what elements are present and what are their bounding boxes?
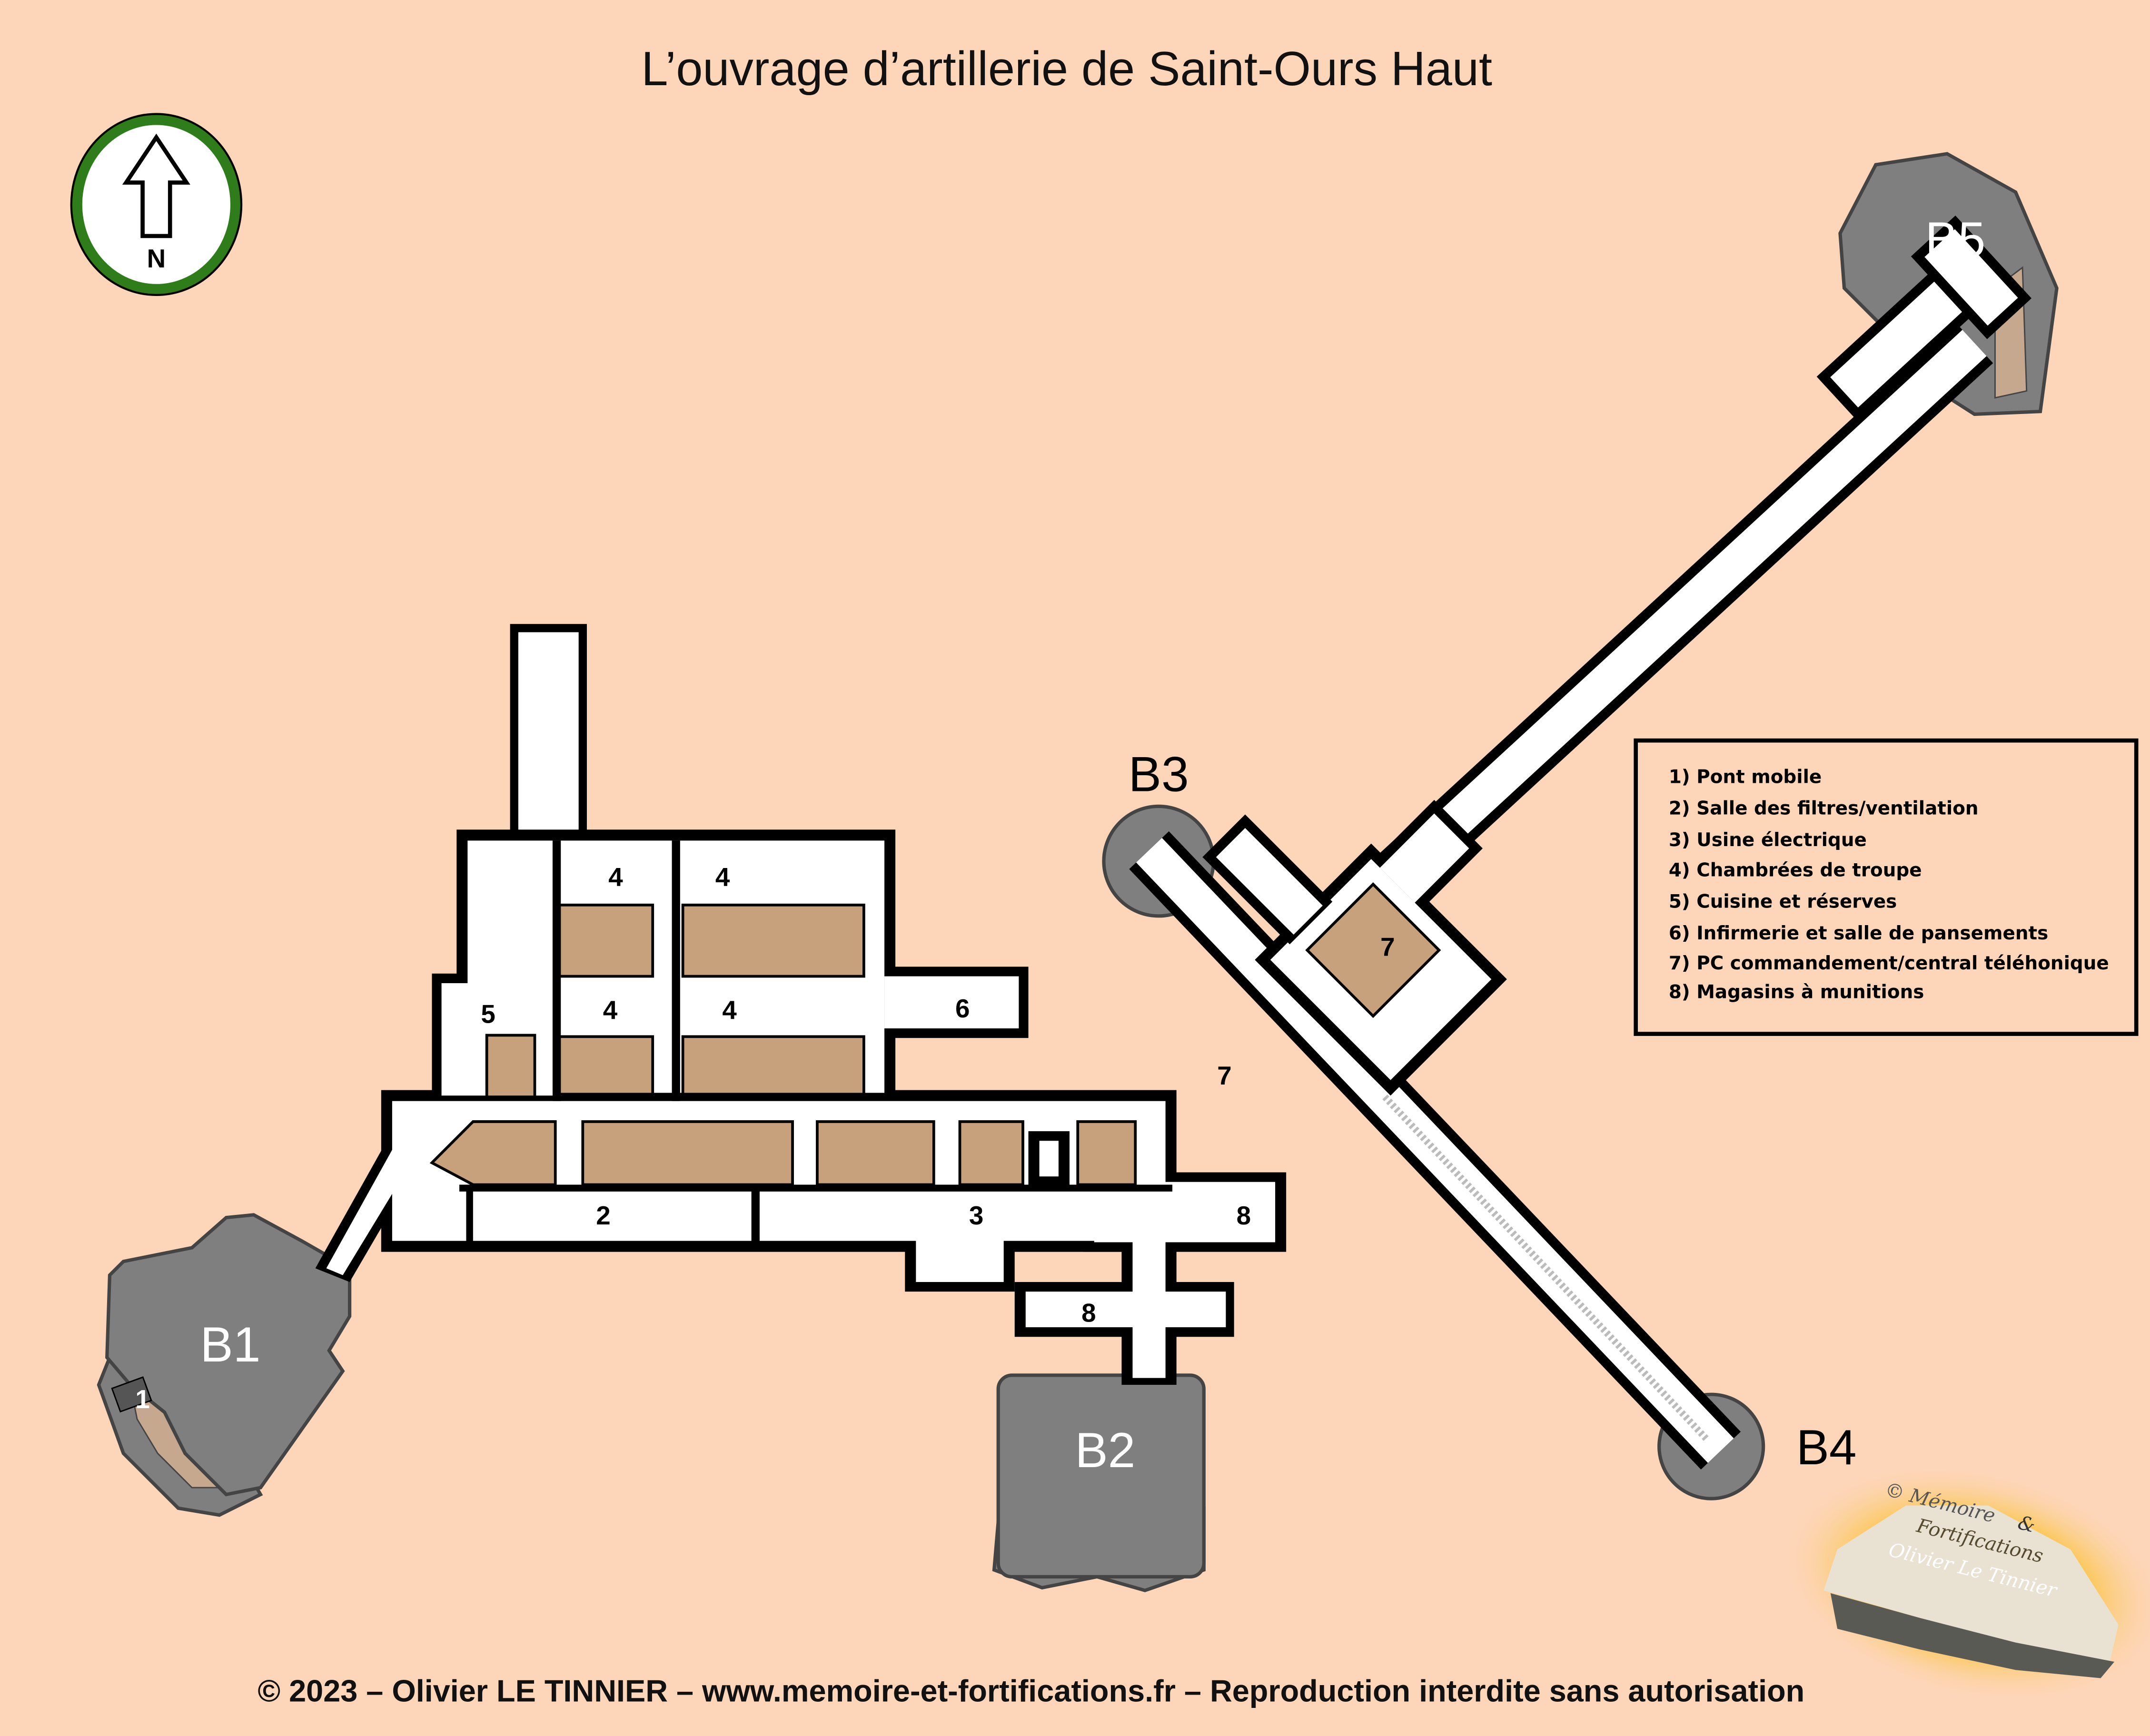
legend-item: 6) Infirmerie et salle de pansements: [1669, 923, 2048, 944]
compass-label: N: [147, 244, 166, 273]
copyright-footer: © 2023 – Olivier LE TINNIER – www.memoir…: [258, 1673, 1804, 1708]
block-label-b2: B2: [1075, 1422, 1135, 1478]
room-number-4b: 4: [715, 862, 730, 891]
author-logo: © Mémoire & Fortifications Olivier Le Ti…: [1778, 1462, 2150, 1705]
legend-item: 4) Chambrées de troupe: [1669, 859, 1922, 881]
north-arrow-icon: [122, 133, 190, 238]
room-number-1: 1: [135, 1384, 149, 1414]
block-label-b4: B4: [1796, 1420, 1857, 1475]
room-number-7b: 7: [1217, 1061, 1231, 1090]
compass: N: [70, 113, 243, 296]
block-b1-shape: [97, 1213, 352, 1517]
block-b2-shape: [992, 1373, 1206, 1592]
room-number-8a: 8: [1237, 1201, 1251, 1230]
block-label-b5: B5: [1925, 212, 1986, 267]
main-block: [315, 624, 1287, 1385]
gallery-b3-b4: [1129, 831, 1741, 1470]
legend-item: 3) Usine électrique: [1669, 829, 1867, 851]
room-number-4c: 4: [603, 995, 618, 1025]
legend-item: 5) Cuisine et réserves: [1669, 891, 1897, 913]
room-number-2: 2: [596, 1201, 610, 1230]
room-number-8b: 8: [1081, 1298, 1096, 1328]
legend-item: 8) Magasins à munitions: [1669, 982, 1924, 1003]
block-label-b1: B1: [200, 1317, 261, 1372]
room-number-7a: 7: [1380, 932, 1395, 961]
room-number-4d: 4: [722, 995, 737, 1025]
legend-item: 2) Salle des filtres/ventilation: [1669, 798, 1979, 819]
legend: 1) Pont mobile 2) Salle des filtres/vent…: [1634, 738, 2139, 1036]
room-number-6: 6: [955, 994, 970, 1023]
room-number-5: 5: [481, 999, 495, 1029]
legend-item: 1) Pont mobile: [1669, 766, 1822, 788]
page-title: L’ouvrage d’artillerie de Saint-Ours Hau…: [641, 42, 1492, 96]
room-number-3: 3: [969, 1201, 983, 1230]
legend-item: 7) PC commandement/central téléhonique: [1669, 953, 2109, 974]
room-number-4a: 4: [608, 862, 623, 891]
pc-cross: [1202, 799, 1507, 1096]
block-label-b3: B3: [1129, 747, 1189, 802]
